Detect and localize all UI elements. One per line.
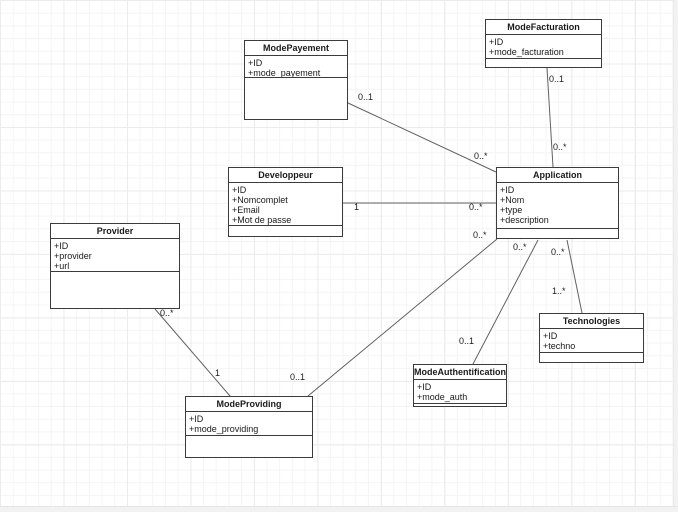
class-attribute: +ID (54, 241, 69, 251)
multiplicity-label[interactable]: 1 (354, 202, 360, 212)
class-attribute: +techno (543, 341, 576, 351)
class-developpeur[interactable]: Developpeur +ID+Nomcomplet+Email+Mot de … (228, 167, 343, 237)
association-application-modeauthentification[interactable] (472, 239, 539, 365)
multiplicity-label[interactable]: 1..* (552, 286, 566, 296)
class-attribute: +type (500, 205, 523, 215)
class-attribute: +mode_auth (417, 392, 468, 402)
class-mode-providing[interactable]: ModeProviding +ID+mode_providing (185, 396, 313, 458)
class-attribute: +ID (189, 414, 204, 424)
class-application[interactable]: Application +ID+Nom+type+description (496, 167, 619, 239)
class-attribute: +mode_facturation (489, 47, 564, 57)
class-attribute: +Mot de passe (232, 215, 292, 225)
class-attributes: +ID+Nomcomplet+Email+Mot de passe (229, 183, 342, 226)
multiplicity-label[interactable]: 1 (215, 368, 221, 378)
association-payement-application[interactable] (347, 102, 497, 173)
multiplicity-label[interactable]: 0..* (474, 151, 488, 161)
class-attributes: +ID+mode_providing (186, 412, 312, 436)
class-attribute: +description (500, 215, 549, 225)
class-attribute: +Nomcomplet (232, 195, 288, 205)
multiplicity-label[interactable]: 0..* (469, 202, 483, 212)
multiplicity-label[interactable]: 0..* (551, 247, 565, 257)
class-attributes: +ID+mode_payement (245, 56, 347, 78)
class-attribute: +ID (500, 185, 515, 195)
class-attributes: +ID+Nom+type+description (497, 183, 618, 229)
multiplicity-label[interactable]: 0..1 (459, 336, 475, 346)
class-mode-facturation[interactable]: ModeFacturation +ID+mode_facturation (485, 19, 602, 68)
scrollbar-track-horizontal[interactable] (0, 506, 678, 512)
class-methods-empty (414, 404, 506, 406)
class-mode-payement[interactable]: ModePayement +ID+mode_payement (244, 40, 348, 120)
class-attribute: +provider (54, 251, 92, 261)
class-mode-authentification[interactable]: ModeAuthentification +ID+mode_auth (413, 364, 507, 407)
class-attribute: +Email (232, 205, 260, 215)
class-methods-empty (540, 353, 643, 362)
class-attributes: +ID+mode_facturation (486, 35, 601, 59)
class-title: Technologies (540, 314, 643, 329)
class-methods-empty (186, 436, 312, 457)
class-title: Developpeur (229, 168, 342, 183)
class-attribute: +url (54, 261, 70, 271)
association-application-modeproviding[interactable] (307, 238, 498, 397)
multiplicity-label[interactable]: 0..1 (358, 92, 374, 102)
multiplicity-label[interactable]: 0..1 (290, 372, 306, 382)
class-attributes: +ID+techno (540, 329, 643, 353)
class-methods-empty (486, 59, 601, 67)
class-methods-empty (229, 226, 342, 236)
class-methods-empty (245, 78, 347, 119)
multiplicity-label[interactable]: 0..1 (549, 74, 565, 84)
class-attributes: +ID+provider+url (51, 239, 179, 272)
association-provider-modeproviding[interactable] (154, 308, 231, 397)
class-attributes: +ID+mode_auth (414, 380, 506, 404)
class-title: ModeFacturation (486, 20, 601, 35)
class-methods-empty (497, 229, 618, 238)
multiplicity-label[interactable]: 0..* (160, 308, 174, 318)
class-title: ModeAuthentification (414, 365, 506, 380)
class-attribute: +ID (248, 58, 263, 68)
class-title: ModeProviding (186, 397, 312, 412)
multiplicity-label[interactable]: 0..* (553, 142, 567, 152)
class-title: Provider (51, 224, 179, 239)
class-attribute: +ID (232, 185, 247, 195)
class-attribute: +ID (489, 37, 504, 47)
association-facturation-application[interactable] (546, 67, 554, 168)
class-attribute: +mode_providing (189, 424, 259, 434)
class-attribute: +Nom (500, 195, 525, 205)
class-title: ModePayement (245, 41, 347, 56)
class-provider[interactable]: Provider +ID+provider+url (50, 223, 180, 309)
multiplicity-label[interactable]: 0..* (513, 242, 527, 252)
scrollbar-track-vertical[interactable] (673, 0, 678, 512)
class-technologies[interactable]: Technologies +ID+techno (539, 313, 644, 363)
class-attribute: +ID (417, 382, 432, 392)
class-methods-empty (51, 272, 179, 308)
class-attribute: +mode_payement (248, 68, 321, 78)
association-application-technologies[interactable] (566, 239, 583, 314)
class-attribute: +ID (543, 331, 558, 341)
multiplicity-label[interactable]: 0..* (473, 230, 487, 240)
class-title: Application (497, 168, 618, 183)
